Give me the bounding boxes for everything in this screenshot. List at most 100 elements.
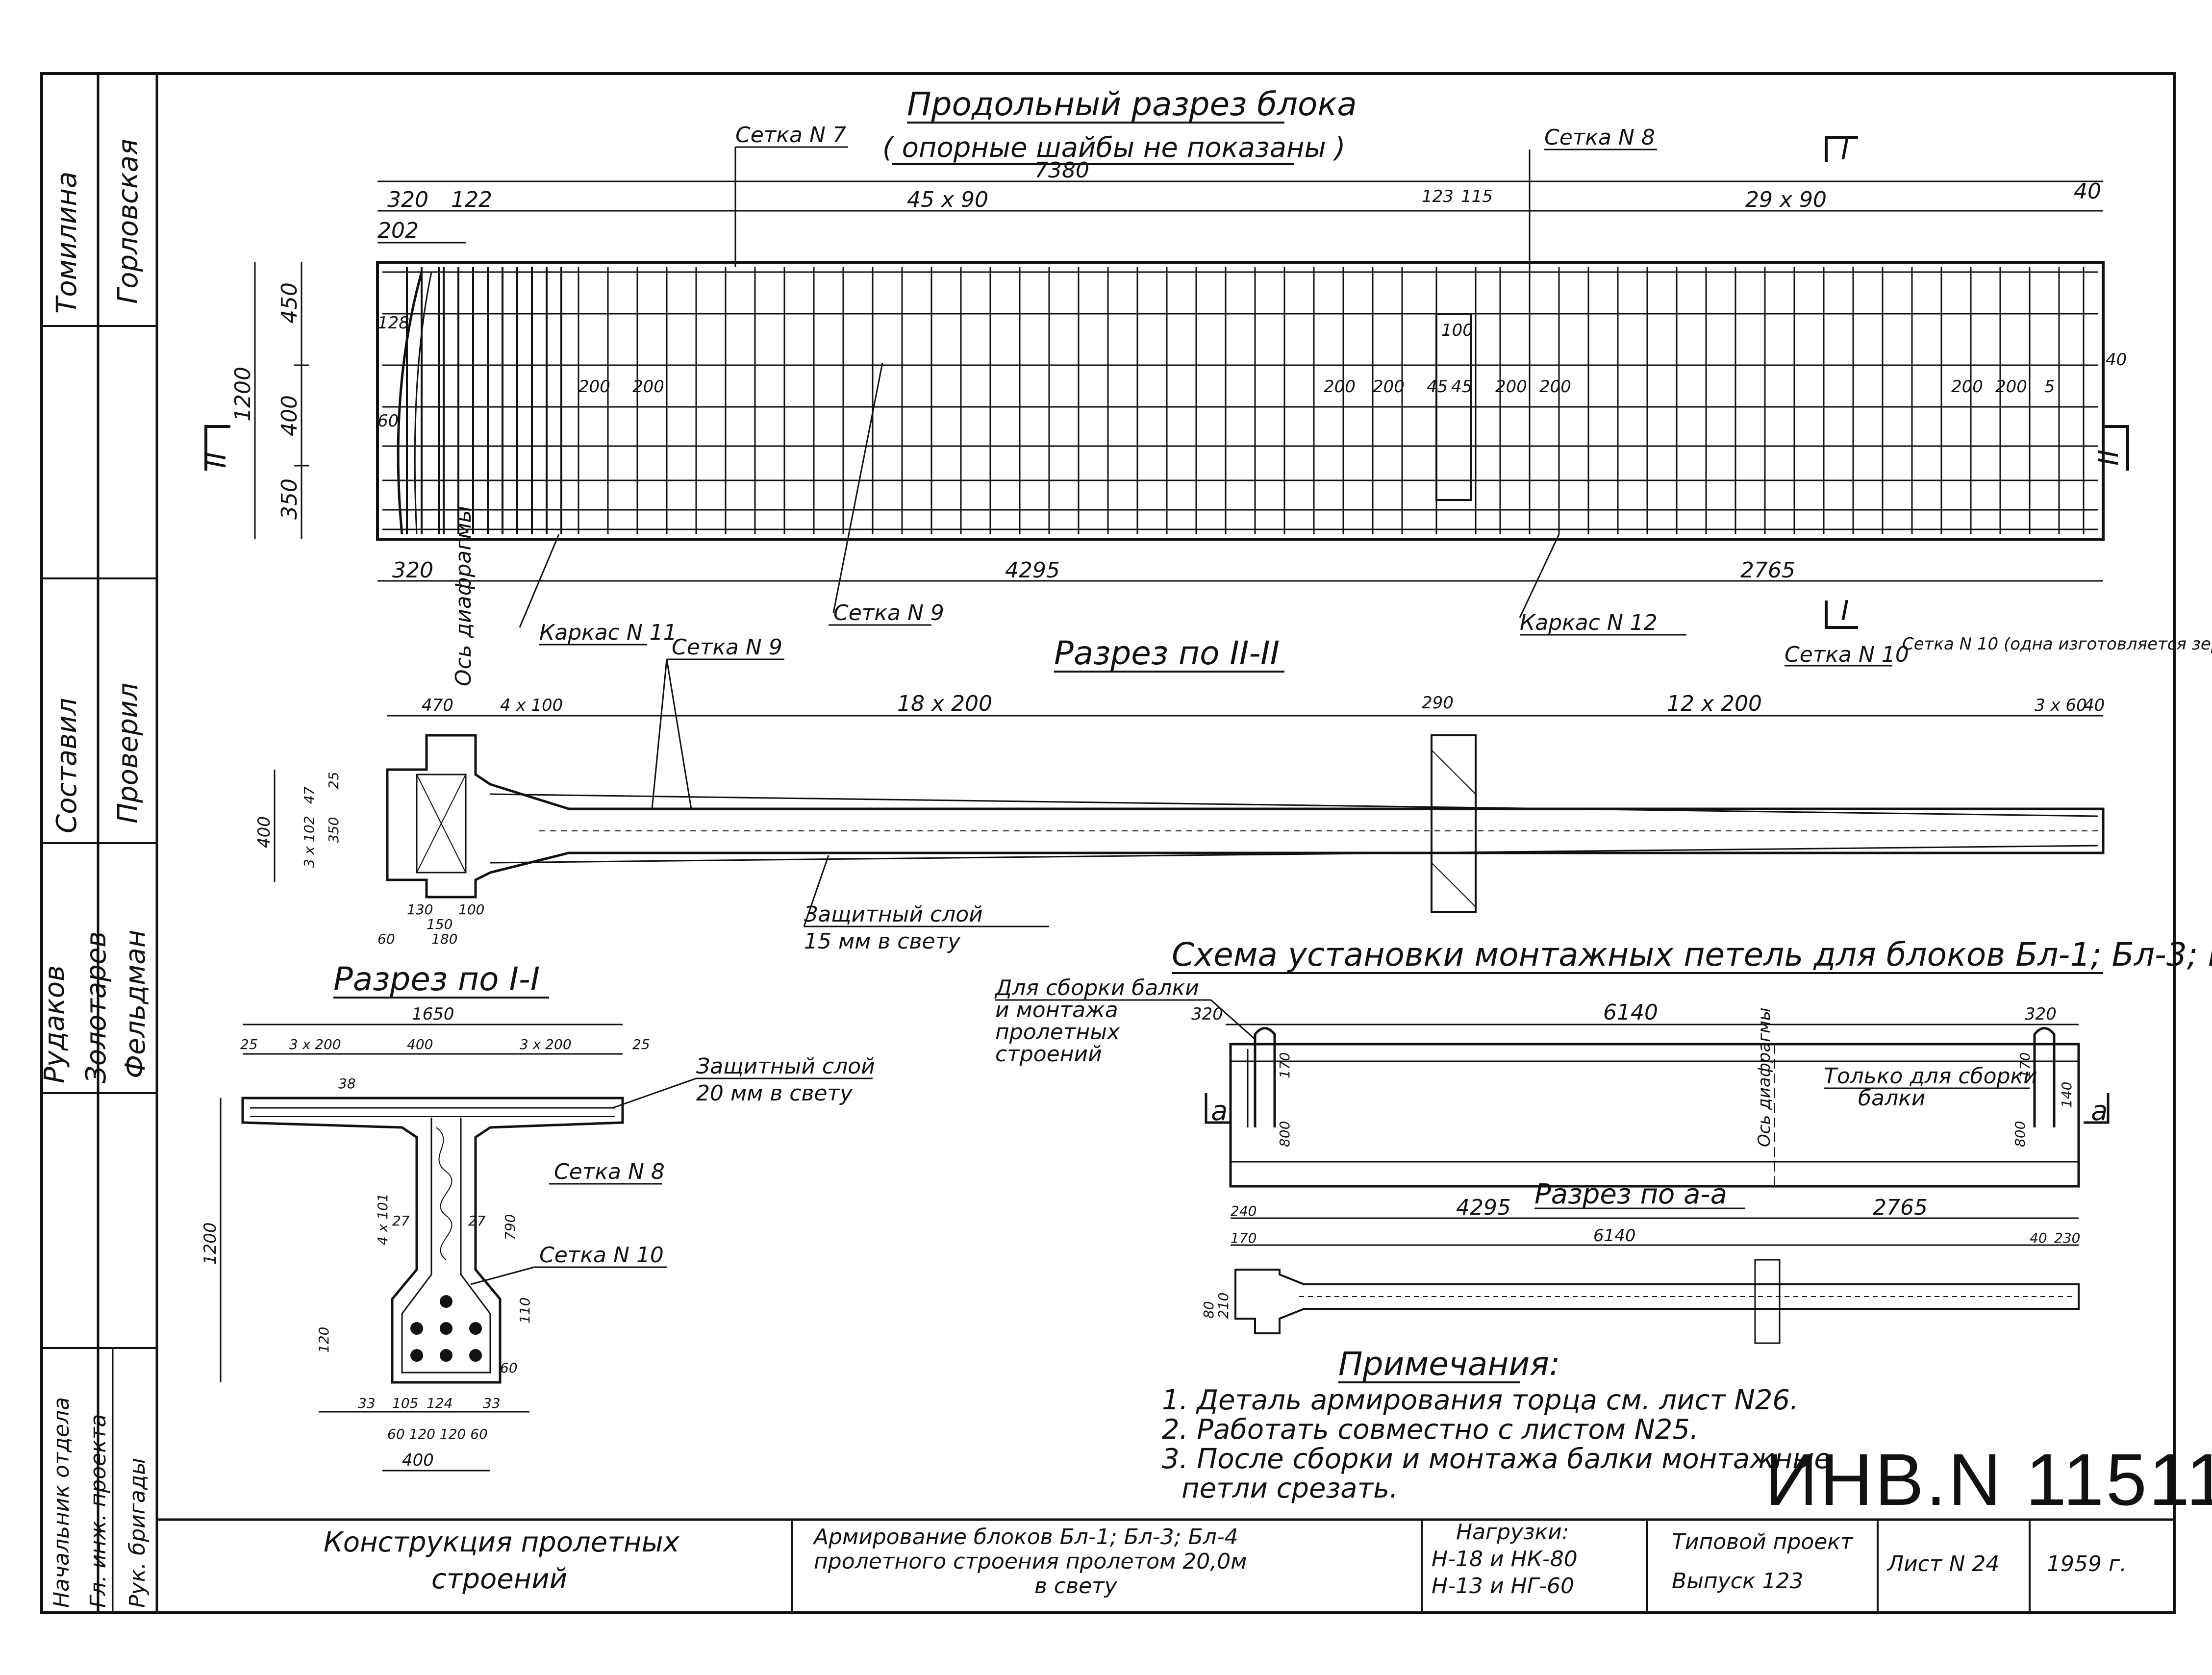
secI-dim-4x101: 4 x 101 <box>375 1193 391 1245</box>
dim-200-h: 200 <box>1995 377 2027 397</box>
dim-200-e: 200 <box>1495 377 1527 397</box>
tb-reinf-3: в свету <box>1034 1574 1118 1599</box>
label-diaphragm-axis: Ось диафрагмы <box>451 506 476 686</box>
loops-dim-6140: 6140 <box>1603 1000 1658 1025</box>
secII-dim-3x102: 3 x 102 <box>301 816 317 868</box>
section-mark-II-left: II <box>201 452 232 468</box>
section-II-II: Разрез по II-II 470 4 x 100 18 x 200 290… <box>254 634 2105 954</box>
secI-protective-2: 20 мм в свету <box>696 1081 853 1106</box>
note-1: 1. Деталь армирования торца см. лист N26… <box>1162 1384 1799 1416</box>
tb-sheet-no: Лист N 24 <box>1886 1551 1999 1576</box>
dim-100-in: 100 <box>1441 321 1473 340</box>
secII-protective-2: 15 мм в свету <box>804 929 961 954</box>
dim-5: 5 <box>2044 377 2055 397</box>
loops-dim-80: 80 <box>1201 1301 1217 1319</box>
loops-aa-outline <box>1234 1269 2080 1334</box>
secI-dim-3x200-l: 3 x 200 <box>289 1036 341 1052</box>
secI-dim-124: 124 <box>427 1395 452 1411</box>
secII-protective-1: Защитный слой <box>804 902 983 927</box>
loops-dim-800-l: 800 <box>1277 1121 1293 1147</box>
dim-200-f: 200 <box>1539 377 1571 397</box>
section-mark-I-bottom: I <box>1841 595 1849 627</box>
tb-structures: строений <box>431 1563 567 1595</box>
dim-122: 122 <box>451 187 492 212</box>
dim-200-a: 200 <box>578 377 610 397</box>
left-column-roles: Составил Проверил <box>51 683 144 833</box>
note-4: петли срезать. <box>1181 1473 1398 1504</box>
dim-total: 7380 <box>1034 158 1089 183</box>
secI-dim-27-r: 27 <box>468 1213 486 1229</box>
loops-dim-170-r: 170 <box>2017 1052 2033 1078</box>
secI-protective-1: Защитный слой <box>696 1054 875 1079</box>
secI-dim-38: 38 <box>338 1075 356 1092</box>
section-mark-II-right: II <box>2093 450 2125 466</box>
loops-diaphragm: Ось диафрагмы <box>1755 1007 1774 1147</box>
long-title: Продольный разрез блока <box>907 85 1357 123</box>
secI-dim-110: 110 <box>517 1298 533 1324</box>
name-feldman: Фельдман <box>120 930 151 1078</box>
secII-diaphragm <box>1431 734 1477 913</box>
left-column-names-mid: Рудаков Золотарев Фельдман <box>39 930 151 1083</box>
secII-dim-470: 470 <box>422 696 453 715</box>
tb-construction: Конструкция пролетных <box>324 1526 680 1558</box>
loops-note-3: пролетных <box>995 1020 1120 1045</box>
dim-200-d: 200 <box>1373 377 1405 397</box>
loops-title: Схема установки монтажных петель для бло… <box>1172 936 2212 974</box>
dim-200-c: 200 <box>1324 377 1356 397</box>
section-I-I: Разрез по I-I 1650 25 3 x 200 400 3 x 20… <box>201 960 875 1472</box>
label-setka9: Сетка N 9 <box>833 600 944 625</box>
secII-dim-290: 290 <box>1422 693 1454 713</box>
title-block: Конструкция пролетных строений Армирован… <box>157 1518 2174 1613</box>
notes-title: Примечания: <box>1338 1345 1560 1383</box>
label-karkas11: Каркас N 11 <box>539 620 677 645</box>
dim-60: 60 <box>377 411 399 431</box>
secI-dim-33-l: 33 <box>358 1395 376 1411</box>
long-subtitle: ( опорные шайбы не показаны ) <box>882 132 1345 164</box>
label-setka10-note: Сетка N 10 (одна изготовляется зеркально… <box>1902 634 2212 654</box>
dim-400: 400 <box>277 395 302 436</box>
secI-bars <box>410 1295 482 1362</box>
loops-dim-210: 210 <box>1215 1293 1232 1319</box>
label-setka8: Сетка N 8 <box>1544 125 1655 150</box>
role-ruk-brigady: Рук. бригады <box>125 1458 150 1608</box>
loops-right-note-2: балки <box>1858 1086 1925 1111</box>
loops-mark-a-r: а <box>2091 1095 2108 1127</box>
loops-dim-170-s: 170 <box>1231 1230 1257 1246</box>
dim-200-g: 200 <box>1951 377 1983 397</box>
loops-dim-4295: 4295 <box>1456 1195 1511 1220</box>
tb-loads-2: Н-13 и НГ-60 <box>1432 1574 1574 1599</box>
secI-dim-27-l: 27 <box>392 1213 410 1229</box>
label-setka7: Сетка N 7 <box>735 123 846 148</box>
loops-dim-320-r: 320 <box>2025 1004 2057 1024</box>
dim-1200: 1200 <box>230 367 255 422</box>
loops-note-1: Для сборки балки <box>994 975 1199 1000</box>
longitudinal-section: Продольный разрез блока ( опорные шайбы … <box>201 85 2212 686</box>
loops-dim-40: 40 <box>2030 1230 2047 1246</box>
tb-year: 1959 г. <box>2047 1551 2127 1576</box>
dim-320-bottom: 320 <box>392 558 433 583</box>
tb-reinf-1: Армирование блоков Бл-1; Бл-3; Бл-4 <box>812 1525 1238 1550</box>
dim-4295: 4295 <box>1005 558 1060 583</box>
loops-right-note-1: Только для сборки <box>1824 1064 2037 1089</box>
dim-202: 202 <box>377 218 419 243</box>
inventory-number: ИНВ.N 11511-38 <box>1765 1438 2212 1521</box>
secI-dim-790: 790 <box>502 1214 518 1240</box>
tb-issue: Выпуск 123 <box>1672 1569 1803 1594</box>
name-rudakov: Рудаков <box>39 965 71 1083</box>
secII-dim-150: 150 <box>427 916 452 932</box>
secI-dim-60: 60 <box>500 1360 518 1376</box>
beam-outline <box>376 261 2105 541</box>
loops-dim-140: 140 <box>2059 1082 2075 1108</box>
loops-dim-170-l: 170 <box>1277 1052 1293 1078</box>
loops-dim-320-l: 320 <box>1191 1004 1223 1024</box>
loops-note-4: строений <box>995 1042 1102 1067</box>
secII-dim-350: 350 <box>326 817 342 843</box>
name-zolotarev: Золотарев <box>80 931 112 1083</box>
loops-plan-outline <box>1229 1043 2080 1188</box>
secI-dim-25-r: 25 <box>632 1036 650 1052</box>
section-mark-I-top: I <box>1841 134 1849 166</box>
dim-128: 128 <box>377 313 409 333</box>
loops-dim-230: 230 <box>2054 1230 2080 1246</box>
